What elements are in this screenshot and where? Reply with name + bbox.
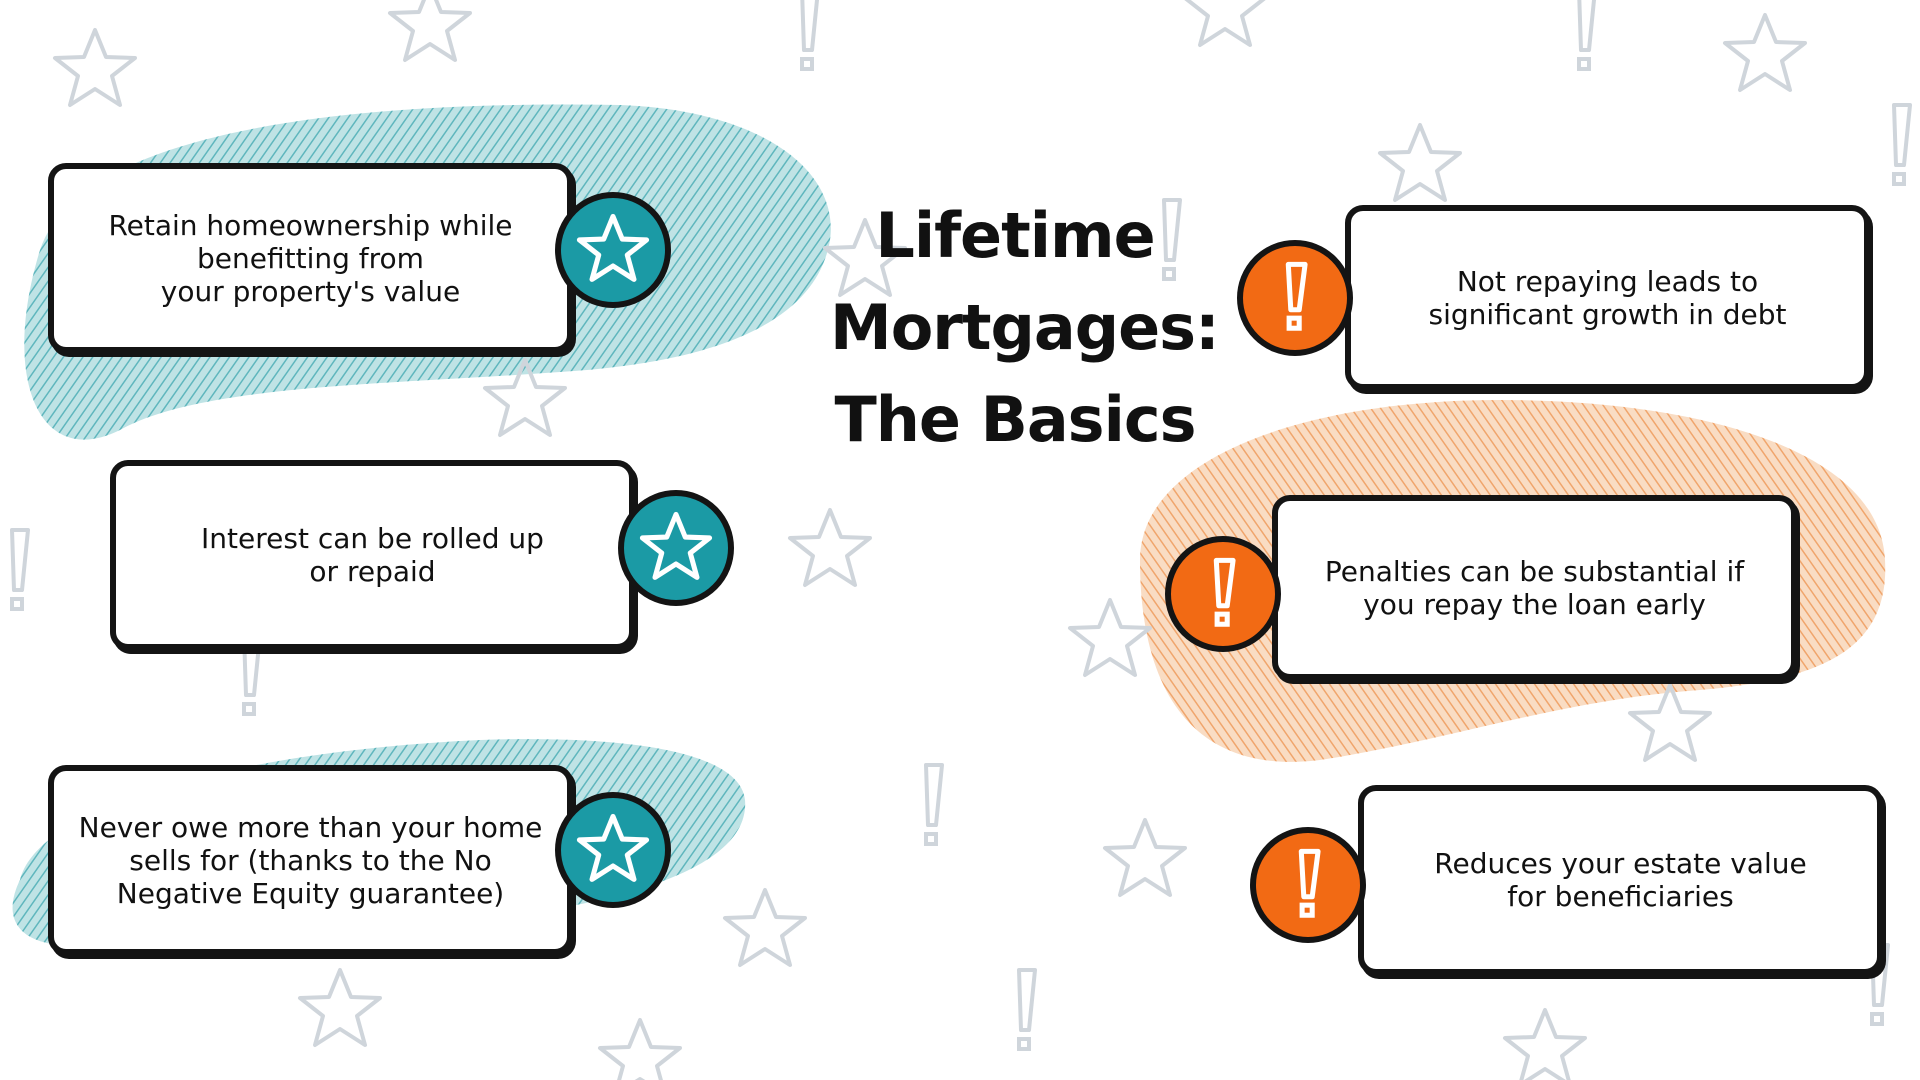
star-icon [576,213,650,282]
star-icon [576,813,650,882]
con-text-3: Reduces your estate value for beneficiar… [1434,847,1807,913]
title-line-3: The Basics [834,383,1197,456]
pro-text-2: Interest can be rolled up or repaid [201,522,544,588]
exclamation-icon [1285,261,1308,331]
pro-card-2: Interest can be rolled up or repaid [110,460,635,650]
con-badge-3 [1250,827,1366,943]
star-icon [639,511,713,580]
exclamation-icon [1298,848,1321,918]
con-card-2: Penalties can be substantial if you repa… [1272,495,1797,680]
title-line-2: Mortgages: [830,291,1220,364]
exclamation-icon [1213,557,1236,627]
title-line-1: Lifetime [875,199,1155,272]
pro-card-3: Never owe more than your home sells for … [48,765,573,955]
con-card-1: Not repaying leads to significant growth… [1345,205,1870,390]
pro-badge-2 [618,490,734,606]
pro-text-3: Never owe more than your home sells for … [78,810,543,910]
con-badge-2 [1165,536,1281,652]
pro-card-1: Retain homeownership while benefitting f… [48,163,573,353]
con-card-3: Reduces your estate value for beneficiar… [1358,785,1883,975]
pro-text-1: Retain homeownership while benefitting f… [108,208,513,308]
pro-badge-3 [555,792,671,908]
con-text-1: Not repaying leads to significant growth… [1428,264,1787,331]
infographic-title: Lifetime Mortgages: The Basics [830,190,1220,466]
con-text-2: Penalties can be substantial if you repa… [1324,554,1745,621]
con-badge-1 [1237,240,1353,356]
pro-badge-1 [555,192,671,308]
